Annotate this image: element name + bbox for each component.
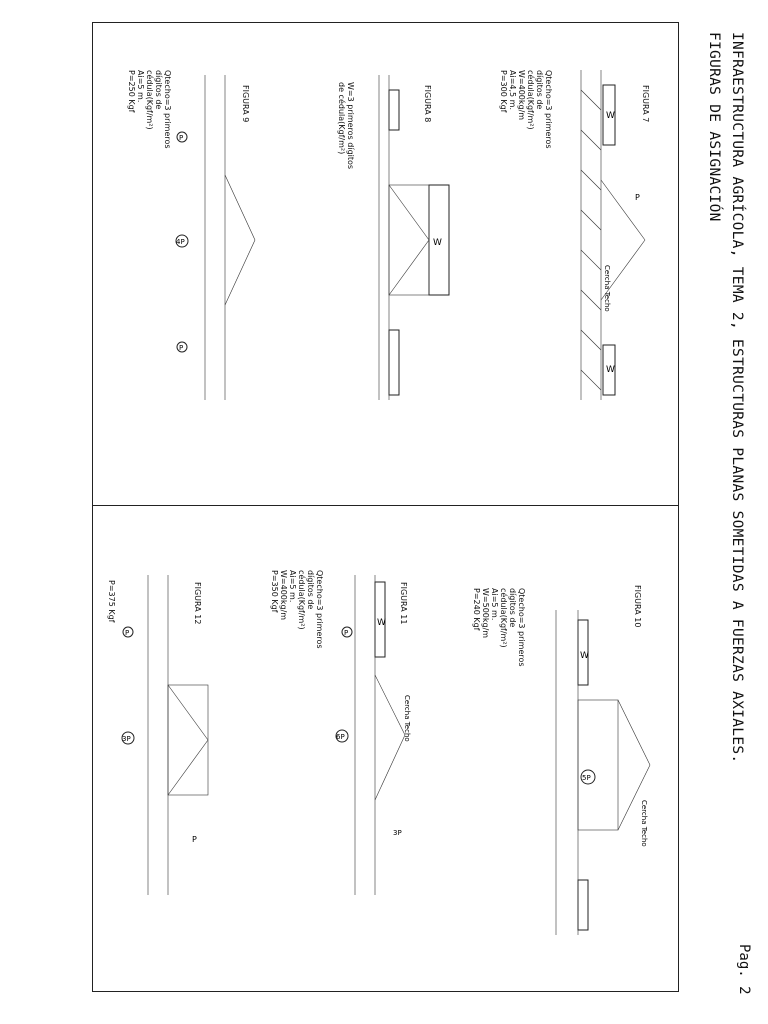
fig7-w-load-left [602,84,616,146]
panel-divider [92,505,679,506]
fig9-p-circle-right [176,341,188,353]
fig8-drawing: W [378,75,450,400]
fig11-param-0: Qtecho=3 primeros [315,570,324,649]
fig10-truss [555,610,651,935]
fig7-param-2: cédula(Kgf/m²) [526,70,535,130]
fig11-params: Qtecho=3 primeros dígitos de cédula(Kgf/… [270,570,324,649]
fig12-3p-circle [121,731,135,745]
fig9-p-left: P [179,134,183,142]
fig12-truss [147,575,209,895]
fig12-3p: 3P [122,735,131,743]
fig11-p: P [344,629,348,637]
fig10-w-load-right [577,879,589,931]
fig8-w-load-right [388,329,400,396]
fig7-param-4: Ai=4,5 m. [508,70,517,110]
page-number: Pag. 2 [736,944,752,995]
fig9-param-2: cédula(Kgf/m²) [145,70,154,130]
fig8-truss [378,75,430,400]
fig11-p-circle [341,626,353,638]
fig11-3p: 3P [393,829,402,837]
fig11-drawing: W P 6P 3P Cercha Techo [335,575,411,895]
fig10-param-1: dígitos de [508,588,517,628]
fig12-drawing: P 3P P [121,575,209,895]
fig11-w-mark: W [377,618,386,628]
fig9-param-4: P=250 Kgf [127,70,136,113]
fig7-params: Qtecho=3 primeros dígitos de cédula(Kgf/… [499,70,553,149]
fig10-drawing: W 5P Cercha Techo [555,610,651,935]
fig11-roof-label: Cercha Techo [403,695,411,742]
fig9-p-circle-left [176,131,188,143]
fig7-w-mark: W [606,111,615,121]
fig10-param-0: Qtecho=3 primeros [517,588,526,667]
fig7-param-0: Qtecho=3 primeros [544,70,553,149]
fig10-param-4: W=500kg/m [481,588,490,639]
fig10-params: Qtecho=3 primeros dígitos de cédula(Kgf/… [472,588,526,667]
fig10-5p-circle [580,769,596,785]
document-subtitle: FIGURAS DE ASIGNACIÓN [706,32,722,222]
fig7-param-5: P=300 Kgf [499,70,508,113]
fig8-param-0: W=3 primeros dígitos [346,82,355,170]
fig9-truss [204,75,256,400]
fig9-param-1: dígitos de [154,70,163,110]
fig9-4p: 4P [176,238,185,246]
fig10-roof-label: Cercha Techo [640,800,648,847]
fig8-w-mark: W [433,238,442,248]
fig10-5p: 5P [582,774,591,782]
fig11-param-1: dígitos de [306,570,315,610]
fig8-param-1: de cédula(Kgf/m²) [337,82,346,155]
fig11-param-4: W=400kg/m [279,570,288,621]
fig9-drawing: P 4P P [175,75,256,400]
fig10-param-3: Ai=5 m. [490,588,499,621]
fig7-truss [580,70,646,400]
fig7-p-mark: P [635,193,640,202]
fig11-6p: 6P [336,733,345,741]
fig9-p-right: P [179,344,183,352]
fig7-drawing: W W P Cercha Techo [580,70,646,400]
fig11-6p-circle [335,729,349,743]
fig8-w-load-left [388,89,400,131]
figures-frame [92,22,679,992]
fig12-p-circle-left [122,626,134,638]
fig7-w-load-right [602,344,616,396]
fig11-param-3: Ai=5 m. [288,570,297,603]
fig11-truss [354,575,406,895]
fig9-params: Qtecho=3 primeros dígitos de cédula(Kgf/… [127,70,172,149]
fig10-param-5: P=240 Kgf [472,588,481,631]
fig7-param-3: W=400kg/m [517,70,526,121]
fig9-4p-circle [175,234,189,248]
fig12-params: P=375 Kgf [107,580,116,622]
fig12-param-0: P=375 Kgf [107,580,116,623]
fig12-p-left: P [125,629,129,637]
fig11-param-5: P=350 Kgf [270,570,279,613]
fig12-p-right: P [192,835,197,844]
fig10-param-2: cédula(Kgf/m²) [499,588,508,648]
document-title: INFRAESTRUCTURA AGRÍCOLA, TEMA 2, ESTRUC… [729,32,745,764]
fig8-params: W=3 primeros dígitos de cédula(Kgf/m²) [337,82,355,169]
fig7-roof-label: Cercha Techo [603,265,611,312]
fig7-param-1: dígitos de [535,70,544,110]
fig7-w-mark-2: W [606,365,615,375]
fig10-w-mark: W [580,651,589,661]
fig9-param-3: Ai=5 m. [136,70,145,103]
fig11-param-2: cédula(Kgf/m²) [297,570,306,630]
